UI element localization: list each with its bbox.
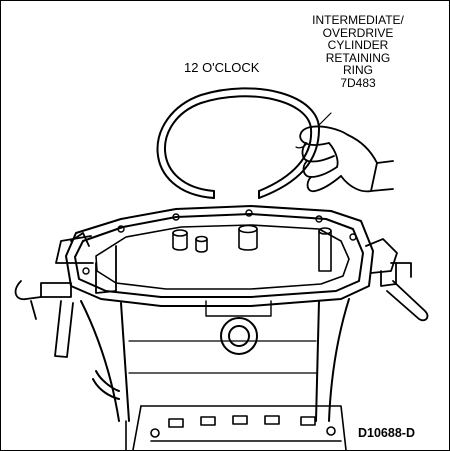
right-side-bracket xyxy=(365,238,429,322)
hand-illustration xyxy=(295,125,394,193)
figure-code: D10688-D xyxy=(358,426,415,440)
callout-line-1: INTERMEDIATE/ xyxy=(312,13,404,27)
case-bottom-plate xyxy=(125,405,347,450)
callout-line-2: OVERDRIVE xyxy=(322,25,394,40)
callout-line-6: 7D483 xyxy=(340,75,376,90)
case-inner-bosses xyxy=(172,224,332,272)
callout-leader-line xyxy=(318,112,332,126)
retaining-ring xyxy=(156,87,320,199)
case-flange xyxy=(65,205,374,307)
callout-line-4: RETAINING xyxy=(325,50,391,65)
callout-line-3: CYLINDER xyxy=(327,38,389,52)
callout-line-5: RING xyxy=(343,63,373,77)
ring-callout-label: INTERMEDIATE/ OVERDRIVE CYLINDER RETAINI… xyxy=(283,14,433,89)
twelve-oclock-label: 12 O'CLOCK xyxy=(184,60,260,75)
case-body xyxy=(80,298,350,422)
left-side-bracket xyxy=(14,232,117,358)
